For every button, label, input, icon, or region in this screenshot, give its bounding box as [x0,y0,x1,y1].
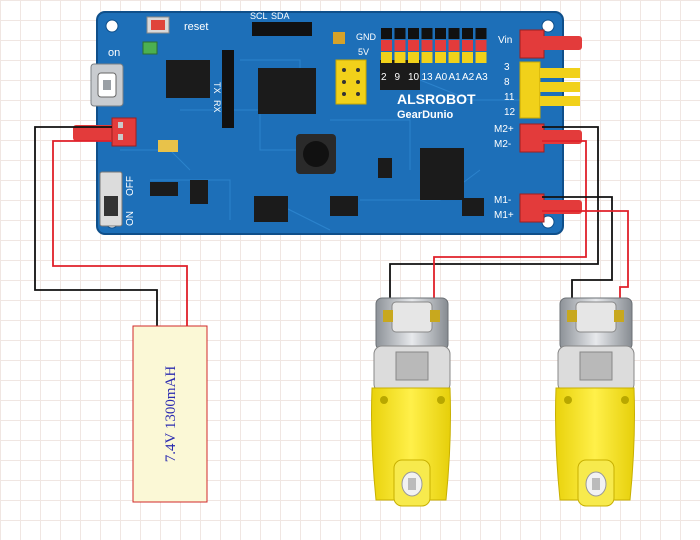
header-pin [435,52,446,63]
battery-icon: 7.4V 1300mAH [132,325,208,503]
5v-label: 5V [358,47,369,57]
header-pin [435,40,446,51]
vin-label: Vin [498,35,512,46]
right-pin-label: 8 [504,77,510,88]
header-pin [421,40,433,51]
right-pin-label: 11 [504,92,515,103]
battery-label: 7.4V 1300mAH [163,366,179,463]
m1-minus-label: M1- [494,195,511,206]
power-connector [73,117,137,147]
header-pin [381,28,392,39]
motor-icon [371,297,451,507]
motor-wires [389,126,629,310]
pin-label: 9 [395,72,401,83]
vin-connector [519,29,582,59]
right-pin-label: 12 [504,107,516,118]
header-pin [408,28,419,39]
right-pin-labels: 3 8 11 12 [504,62,516,118]
switch-off-label: OFF [125,176,136,196]
sda-label: SDA [271,11,290,21]
header-pin [462,28,473,39]
header-pin [408,52,419,63]
header-pin [421,28,433,39]
pin-header [381,28,487,63]
switch-on-label: ON [125,211,136,226]
right-pin-label: 3 [504,62,510,73]
header-pin [475,28,487,39]
motor-icon [555,297,635,507]
tx-label: TX [212,82,222,94]
gnd-label: GND [356,32,377,42]
pin-label: 10 [408,72,420,83]
header-pin [462,52,473,63]
header-pin [448,40,460,51]
header-pin [448,52,460,63]
header-pin [408,40,419,51]
pin-label: A0 [435,72,448,83]
header-pin [421,52,433,63]
controller-board: reset on RX TX SCL SDA [73,11,582,235]
header-pin [394,40,406,51]
header-pin [381,40,392,51]
pin-label: A2 [462,72,475,83]
header-pin [462,40,473,51]
scl-label: SCL [250,11,268,21]
reset-label: reset [184,21,208,33]
header-pin [475,40,487,51]
chip-icon [166,60,464,200]
servo-header [519,61,580,119]
m2-minus-label: M2- [494,139,511,150]
brand-label: ALSROBOT [397,91,476,107]
header-pin [381,52,392,63]
usb-port-icon [90,63,124,107]
header-pin [435,28,446,39]
pin-label: 13 [422,72,434,83]
header-pin [475,52,487,63]
battery-wires [34,126,188,326]
pin-label: A1 [449,72,462,83]
pin-label: 2 [381,72,387,83]
m1-plus-label: M1+ [494,210,514,221]
header-pin [394,28,406,39]
header-pin [448,28,460,39]
m2-plus-label: M2+ [494,124,514,135]
rx-label: RX [212,100,222,113]
switch-icon [99,171,123,227]
model-label: GearDunio [397,109,454,121]
pin-label: A3 [476,72,489,83]
on-label: on [108,47,120,59]
header-pin [394,52,406,63]
